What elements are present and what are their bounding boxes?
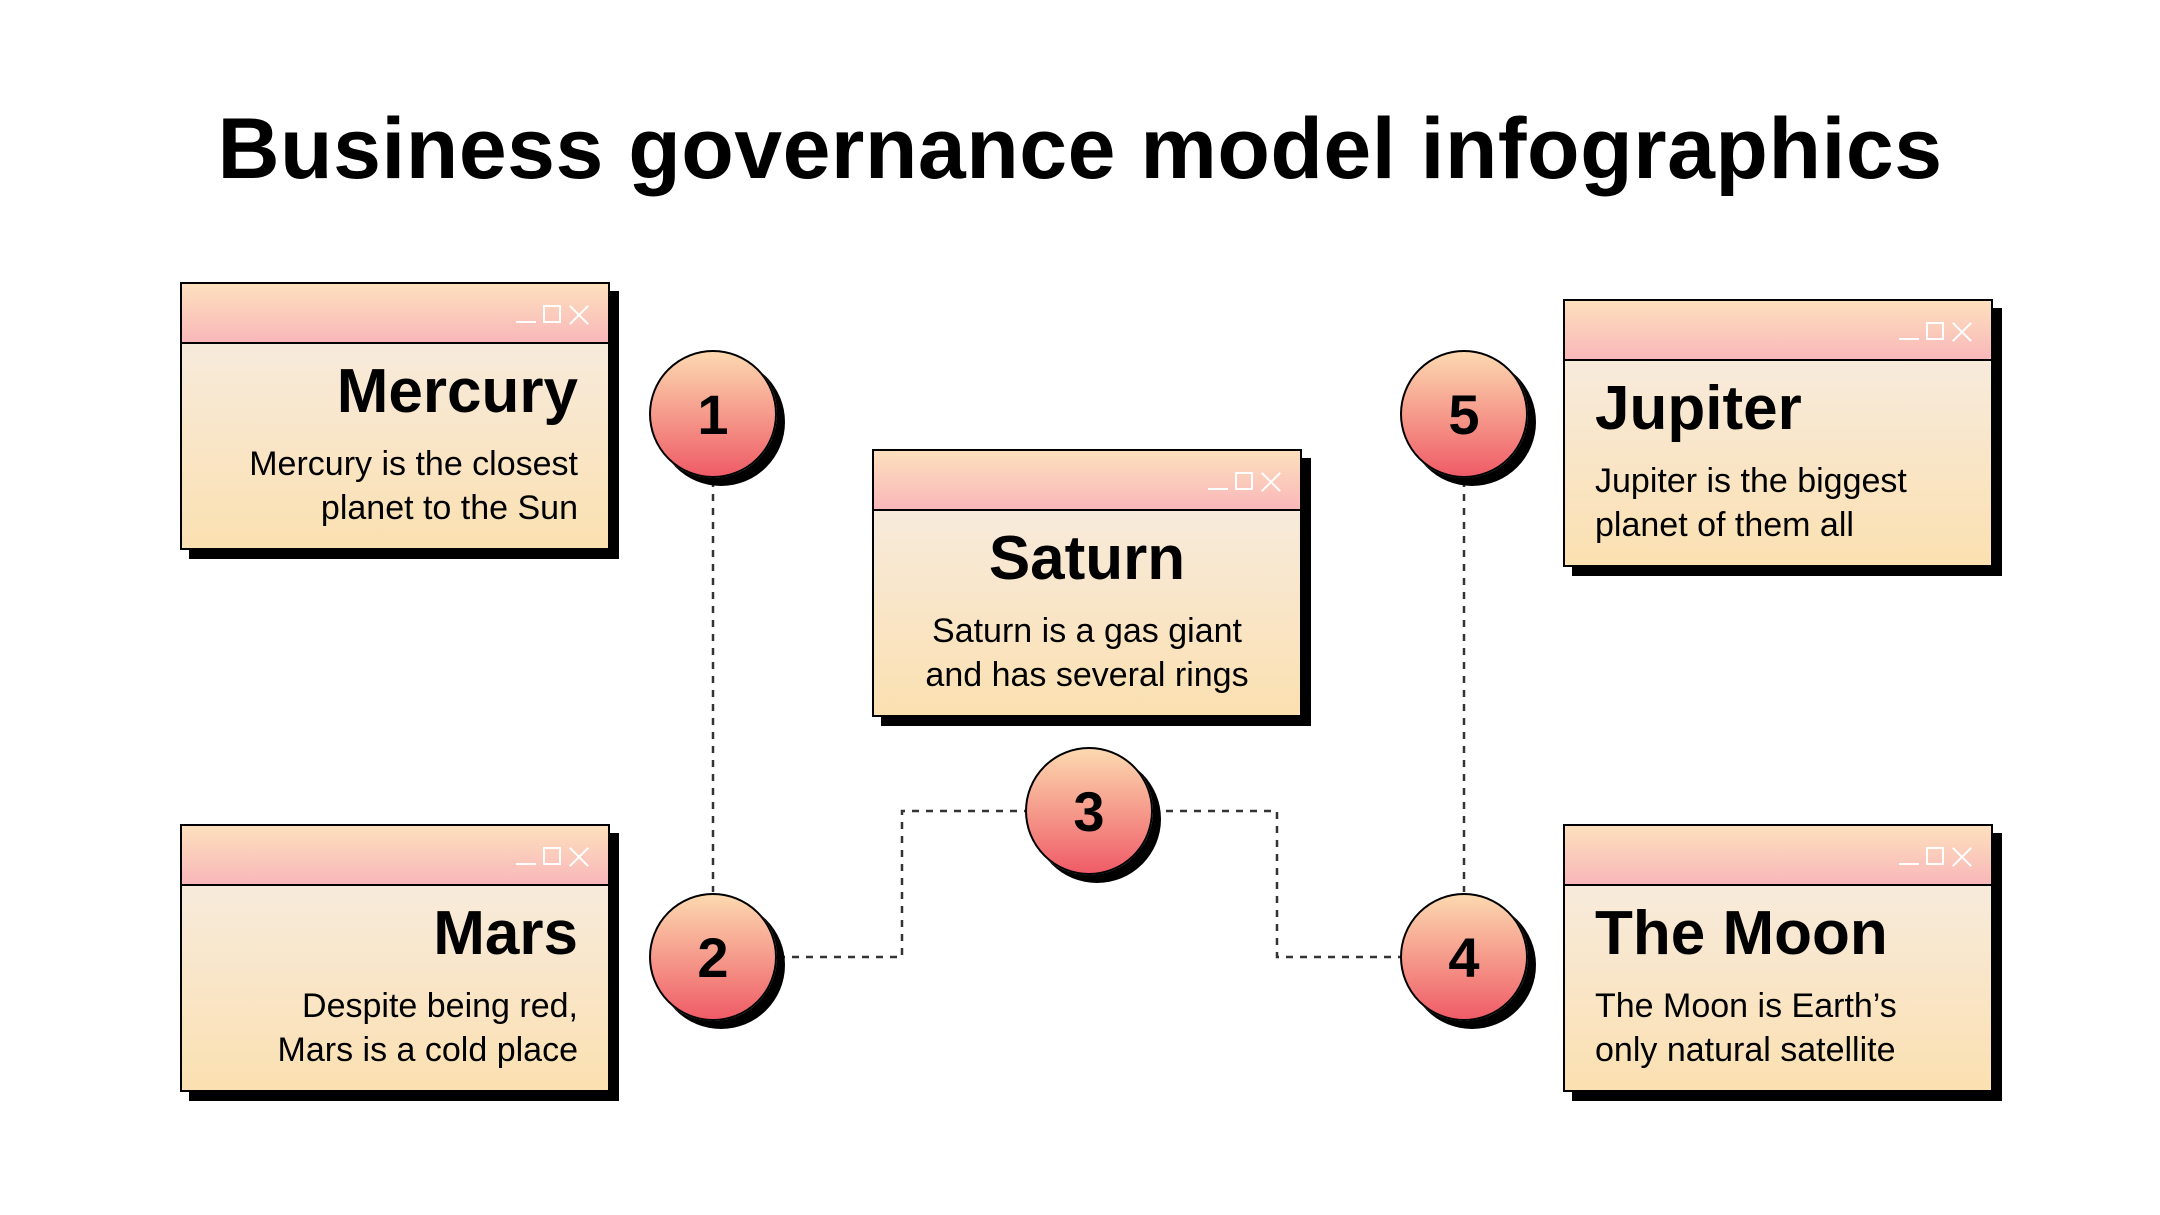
minimize-icon[interactable]	[516, 863, 536, 865]
maximize-icon[interactable]	[1926, 322, 1944, 340]
card-title: Saturn	[988, 524, 1186, 593]
close-icon[interactable]	[1951, 320, 1973, 342]
card-mars: Mars Despite being red, Mars is a cold p…	[180, 824, 610, 1092]
minimize-icon[interactable]	[1208, 488, 1228, 490]
step-badge-3: 3	[1025, 747, 1153, 875]
maximize-icon[interactable]	[543, 847, 561, 865]
card-description: Mercury is the closest planet to the Sun	[249, 445, 578, 527]
window-titlebar	[182, 284, 608, 344]
card-title: Mars	[433, 899, 578, 968]
connector-2-3	[778, 809, 1026, 959]
close-icon[interactable]	[568, 303, 590, 325]
card-saturn: Saturn Saturn is a gas giant and has sev…	[872, 449, 1302, 717]
card-title: The Moon	[1595, 899, 1888, 968]
card-description: Jupiter is the biggest planet of them al…	[1595, 462, 1907, 544]
maximize-icon[interactable]	[1235, 472, 1253, 490]
card-description: Despite being red, Mars is a cold place	[277, 987, 578, 1069]
minimize-icon[interactable]	[1899, 338, 1919, 340]
card-description: The Moon is Earth’s only natural satelli…	[1595, 987, 1897, 1069]
step-badge-5: 5	[1400, 350, 1528, 478]
step-badge-2: 2	[649, 893, 777, 1021]
page-title: Business governance model infographics	[217, 101, 1943, 197]
step-badge-4: 4	[1400, 893, 1528, 1021]
card-description: Saturn is a gas giant and has several ri…	[925, 612, 1249, 694]
card-title: Mercury	[336, 357, 578, 426]
window-titlebar	[874, 451, 1300, 511]
maximize-icon[interactable]	[543, 305, 561, 323]
window-titlebar	[1565, 826, 1991, 886]
close-icon[interactable]	[1951, 845, 1973, 867]
window-titlebar	[182, 826, 608, 886]
card-moon: The Moon The Moon is Earth’s only natura…	[1563, 824, 1993, 1092]
card-jupiter: Jupiter Jupiter is the biggest planet of…	[1563, 299, 1993, 567]
card-title: Jupiter	[1595, 374, 1802, 443]
minimize-icon[interactable]	[516, 321, 536, 323]
card-mercury: Mercury Mercury is the closest planet to…	[180, 282, 610, 550]
connector-3-4	[1152, 809, 1400, 959]
step-badge-1: 1	[649, 350, 777, 478]
minimize-icon[interactable]	[1899, 863, 1919, 865]
close-icon[interactable]	[1260, 470, 1282, 492]
window-titlebar	[1565, 301, 1991, 361]
maximize-icon[interactable]	[1926, 847, 1944, 865]
close-icon[interactable]	[568, 845, 590, 867]
